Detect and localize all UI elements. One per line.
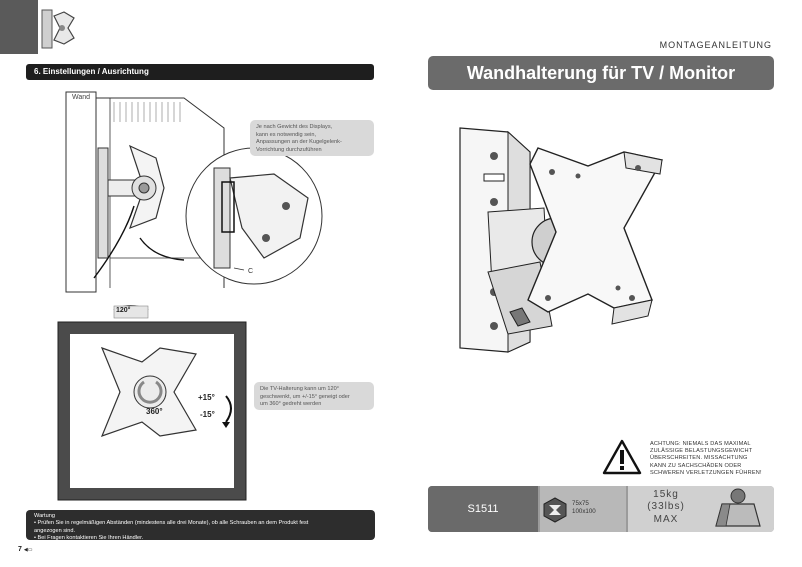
page-title: Wandhalterung für TV / Monitor [428,56,774,90]
maintenance-line: angezogen sind. [34,527,76,534]
callout-line: kann es notwendig sein, [256,131,317,138]
rotation-figure [57,305,247,501]
caution-line: ZULÄSSIGE BELASTUNGSGEWICHT [650,448,753,455]
part-label-c: C [248,268,254,275]
corner-tab [0,0,38,54]
weight-caution: ACHTUNG: NIEMALS DAS MAXIMAL ZULÄSSIGE B… [650,441,780,477]
callout-line: Je nach Gewicht des Displays, [256,124,333,130]
load-max: MAX [653,513,679,525]
max-load: 15kg (33lbs) MAX [632,489,700,526]
adjustment-figure [65,91,323,293]
vesa-size: 100x100 [572,507,596,515]
maintenance-box: Wartung • Prüfen Sie in regelmäßigen Abs… [26,510,375,542]
callout-line: Anpassungen an der Kugelgelenk- [256,139,342,146]
caution-line: ACHTUNG: NIEMALS DAS MAXIMAL [650,441,751,447]
vesa-pattern-icon [543,497,567,523]
rotation-callout: Die TV-Halterung kann um 120° geschwenkt… [254,382,374,410]
caution-line: SCHWEREN VERLETZUNGEN FÜHREN! [650,469,762,476]
swivel-label: 120° [116,307,131,314]
warning-triangle-icon [602,439,642,475]
manual-subtitle: MONTAGEANLEITUNG [659,40,772,50]
callout-line: Die TV-Halterung kann um 120° [260,386,339,392]
wall-label: Wand [72,94,91,101]
model-number: S1511 [428,486,538,532]
caution-line: ÜBERSCHREITEN. MISSACHTUNG [650,455,748,462]
load-lbs: (33lbs) [647,501,685,513]
maintenance-line: • Prüfen Sie in regelmäßigen Abständen (… [34,520,309,527]
load-kg: 15kg [653,489,679,500]
section-title: 6. Einstellungen / Ausrichtung [26,64,374,80]
product-illustration [459,127,664,353]
page-arrow-icon: ◀▭ [23,547,33,553]
wall-mount-thumbnail-icon [41,9,75,49]
callout-line: geschwenkt, um +/-15° geneigt oder [260,393,350,400]
tilt-down-label: -15° [200,410,215,419]
maintenance-line: • Bei Fragen kontaktieren Sie Ihren Händ… [34,535,144,542]
callout-line: Vorrichtung durchzuführen [256,146,322,153]
page-number: 7◀▭ [18,546,32,553]
callout-line: um 360° gedreht werden [260,401,322,408]
caution-line: KANN ZU SACHSCHÄDEN ODER [650,462,742,469]
maintenance-heading: Wartung [34,513,55,519]
adjustment-callout: Je nach Gewicht des Displays, kann es no… [250,120,374,156]
rotation-label: 360° [146,407,163,416]
page-number-value: 7 [18,546,22,553]
vesa-size: 75x75 [572,500,589,507]
tilt-up-label: +15° [198,393,215,402]
weight-icon [715,488,761,527]
vesa-sizes: 75x75 100x100 [572,500,596,515]
